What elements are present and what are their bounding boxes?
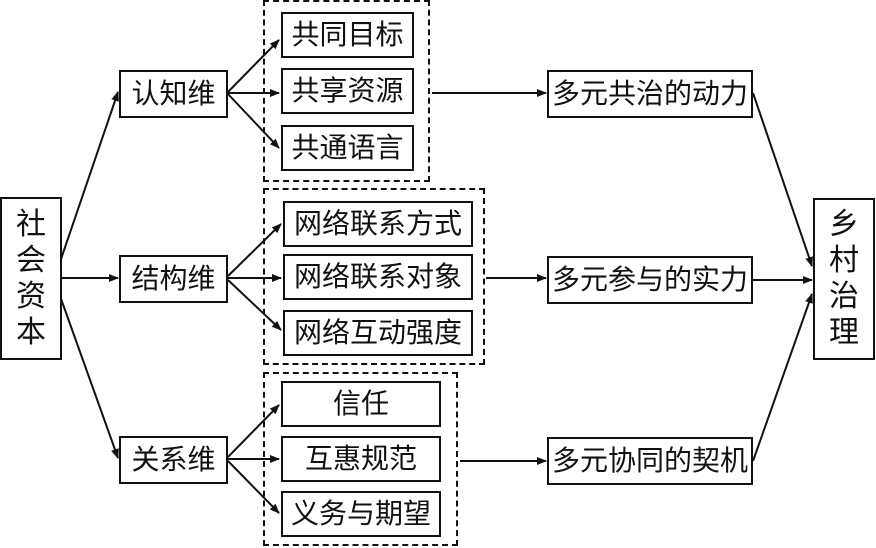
source-box: 社会资本: [0, 197, 62, 360]
element-box-network-tie-mode: 网络联系方式: [283, 201, 473, 247]
cognitive-elements-group: [263, 0, 430, 182]
dimension-box-relational: 关系维: [119, 436, 228, 484]
element-box-obligations-expectations: 义务与期望: [281, 491, 441, 537]
structural-elements-group: [263, 188, 485, 365]
arrow-cognitive-to-element-3: [227, 93, 280, 149]
relational-elements-group: [263, 372, 458, 546]
element-box-network-interaction-strength: 网络互动强度: [283, 310, 473, 356]
source-label: 社会资本: [16, 206, 46, 350]
outcome-box-cognitive: 多元共治的动力: [547, 70, 753, 118]
element-box-network-tie-object: 网络联系对象: [283, 254, 473, 300]
element-box-common-language: 共通语言: [281, 125, 414, 171]
element-box-trust: 信任: [281, 381, 441, 427]
dimension-box-cognitive: 认知维: [119, 70, 228, 118]
element-box-common-goal: 共同目标: [281, 12, 414, 58]
arrow-relational-to-element-1: [227, 404, 280, 458]
arrow-relational-to-element-3: [227, 460, 280, 514]
arrow-cognitive-to-element-1: [227, 39, 280, 93]
element-box-shared-resources: 共享资源: [281, 68, 414, 114]
target-box: 乡村治理: [813, 198, 875, 360]
dimension-box-structural: 结构维: [119, 255, 228, 303]
arrow-source-to-cognitive: [59, 91, 119, 263]
outcome-box-structural: 多元参与的实力: [547, 256, 753, 304]
arrow-structural-to-element-3: [227, 279, 282, 331]
arrow-source-to-relational: [59, 295, 119, 459]
outcome-box-relational: 多元协同的契机: [547, 437, 753, 485]
element-box-reciprocity-norms: 互惠规范: [281, 436, 441, 482]
target-label: 乡村治理: [829, 207, 859, 350]
arrow-outcome-1-to-target: [752, 92, 813, 267]
arrow-outcome-3-to-target: [752, 293, 813, 462]
arrow-structural-to-element-1: [227, 223, 282, 277]
